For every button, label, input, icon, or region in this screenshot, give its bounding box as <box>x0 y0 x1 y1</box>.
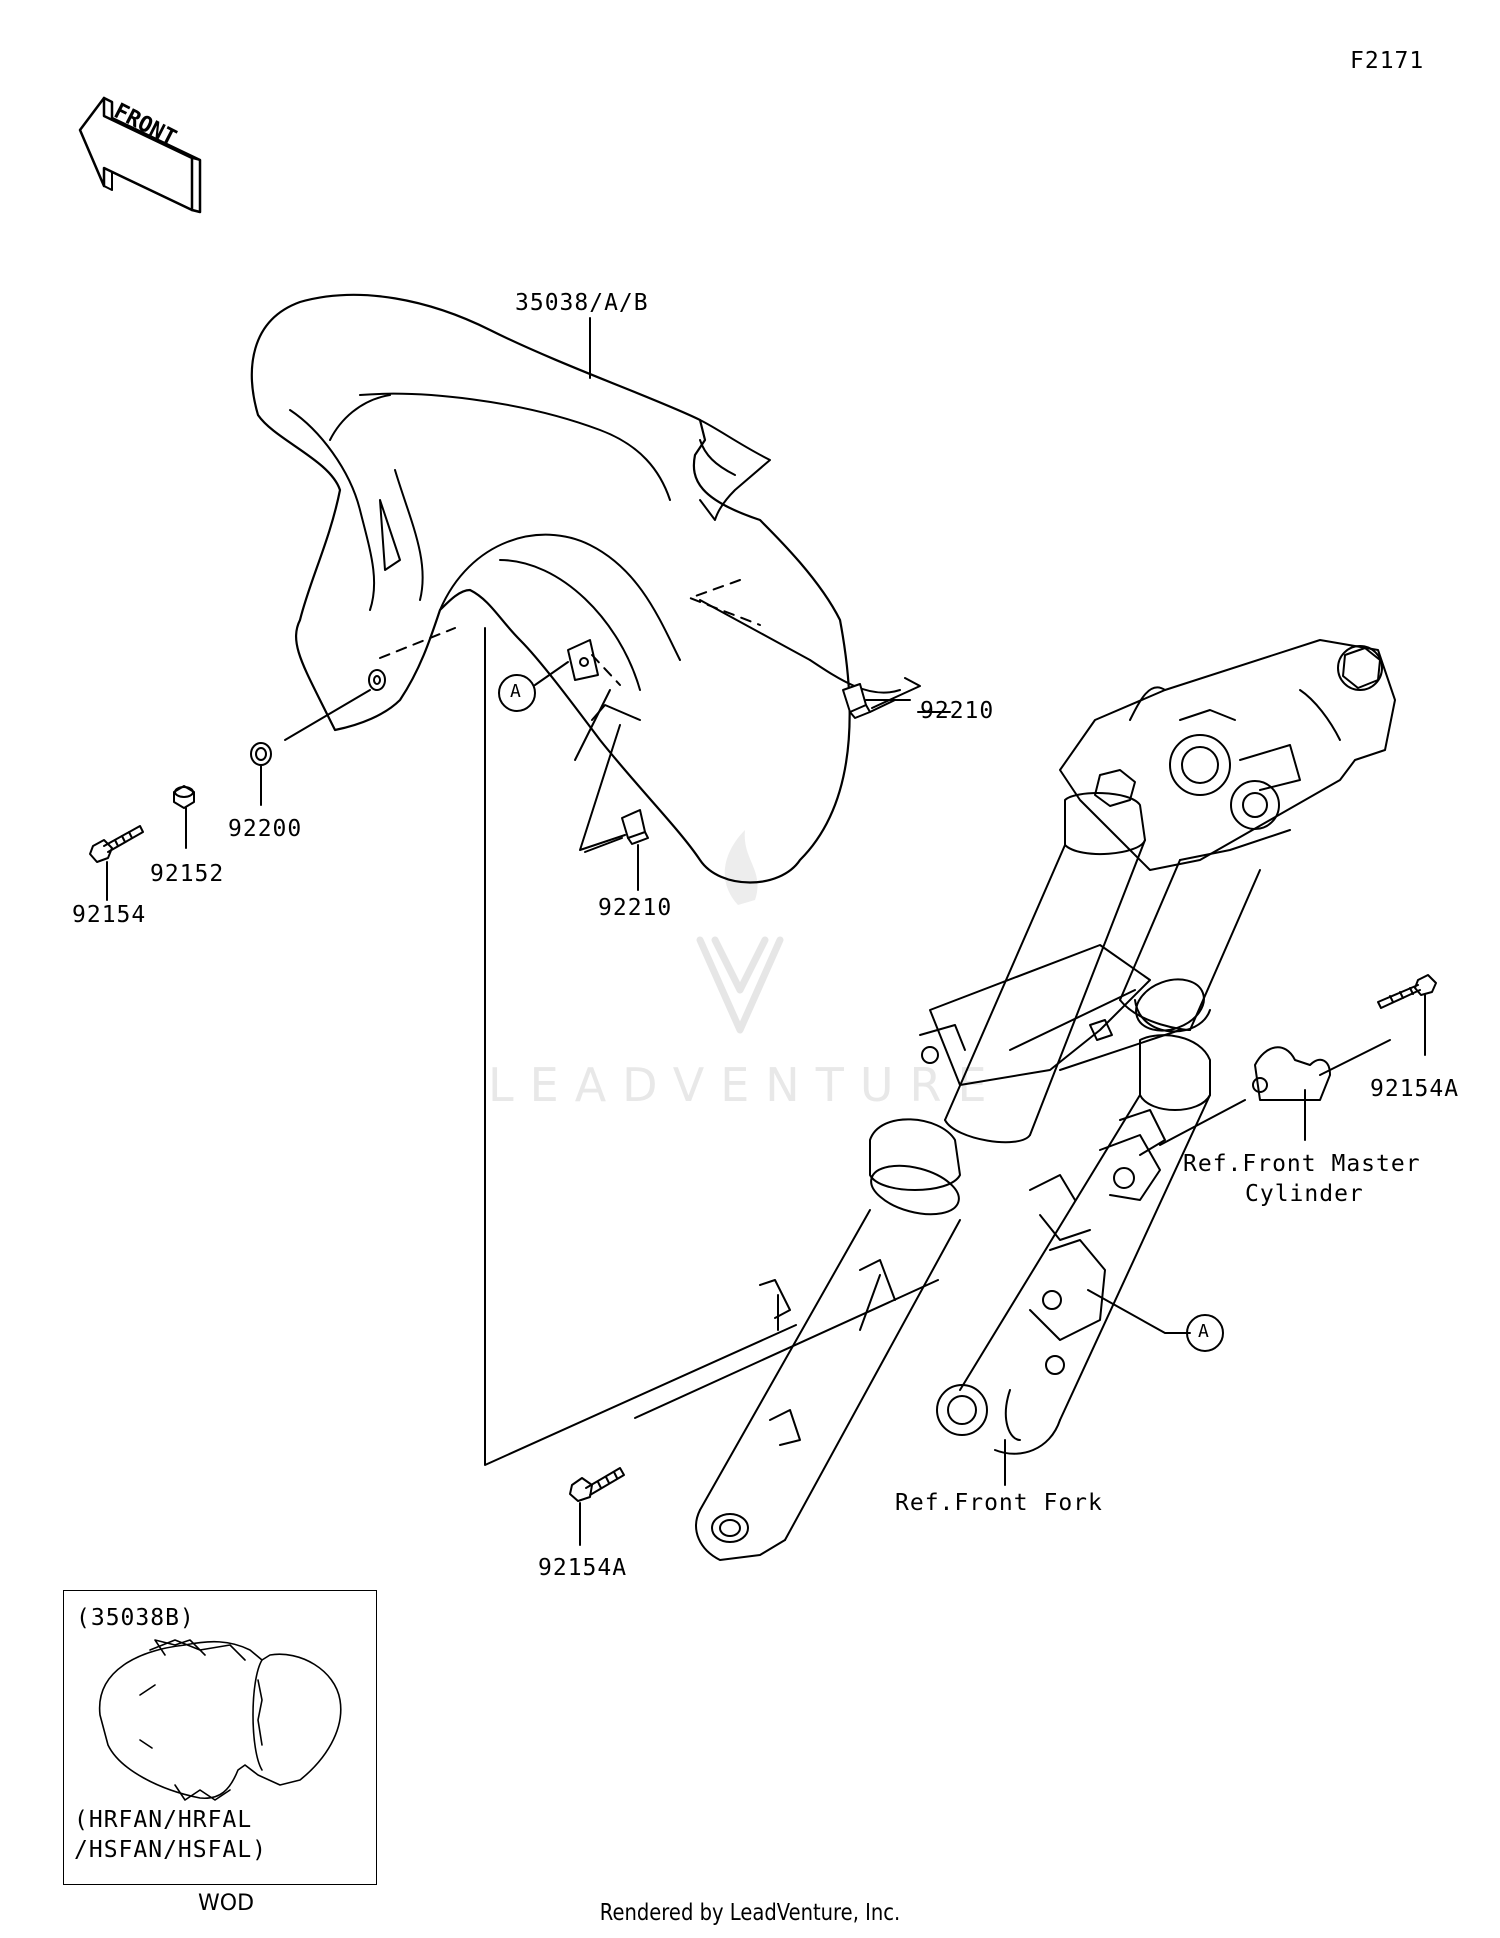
marker-a2: A <box>1198 1321 1210 1342</box>
ref-front-master-line1[interactable]: Ref.Front Master <box>1183 1151 1421 1177</box>
inset-models-line2: /HSFAN/HSFAL) <box>74 1837 268 1863</box>
bolt-92154-drawing <box>89 825 144 901</box>
inset-models-line1: (HRFAN/HRFAL <box>74 1807 253 1833</box>
callout-35038[interactable]: 35038/A/B <box>515 290 649 316</box>
watermark-logo <box>696 830 784 1034</box>
figure-code: F2171 <box>1350 48 1425 74</box>
callout-92200[interactable]: 92200 <box>228 816 303 842</box>
footer-credit: Rendered by LeadVenture, Inc. <box>599 1900 901 1926</box>
front-fender-drawing <box>250 293 901 884</box>
marker-a2-circle <box>1186 1314 1224 1352</box>
marker-a1-circle <box>498 674 536 712</box>
leader-frame <box>484 627 797 1466</box>
inset-part-number: (35038B) <box>76 1605 195 1631</box>
callout-92210-top[interactable]: 92210 <box>920 698 995 724</box>
inset-fender-drawing <box>98 1639 342 1801</box>
inset-box-35038B: (35038B) (HRFAN/HRFAL /HSFAN/HSFAL) <box>63 1590 377 1885</box>
ref-front-master-line2[interactable]: Cylinder <box>1245 1181 1364 1207</box>
front-arrow-icon <box>78 96 202 214</box>
callout-92154[interactable]: 92154 <box>72 902 147 928</box>
clip-92210-bottom-drawing <box>584 809 649 891</box>
marker-a1: A <box>510 681 522 702</box>
callout-92154A-right[interactable]: 92154A <box>1370 1076 1460 1102</box>
watermark-text: LEADVENTURE <box>488 1058 1003 1112</box>
callout-92210-bottom[interactable]: 92210 <box>598 895 673 921</box>
clip-92210-top-drawing <box>842 677 951 719</box>
callout-92152[interactable]: 92152 <box>150 861 225 887</box>
collar-92152-drawing <box>173 785 195 849</box>
front-fork-drawing <box>695 639 1396 1561</box>
ref-front-fork[interactable]: Ref.Front Fork <box>895 1490 1103 1516</box>
clamp-and-bolt-right-drawing <box>1159 974 1437 1146</box>
callout-92154A-bottom[interactable]: 92154A <box>538 1555 628 1581</box>
bolt-92154A-bottom-drawing <box>569 1467 625 1546</box>
inset-caption: WOD <box>198 1891 255 1916</box>
washer-92200-drawing <box>250 689 371 806</box>
